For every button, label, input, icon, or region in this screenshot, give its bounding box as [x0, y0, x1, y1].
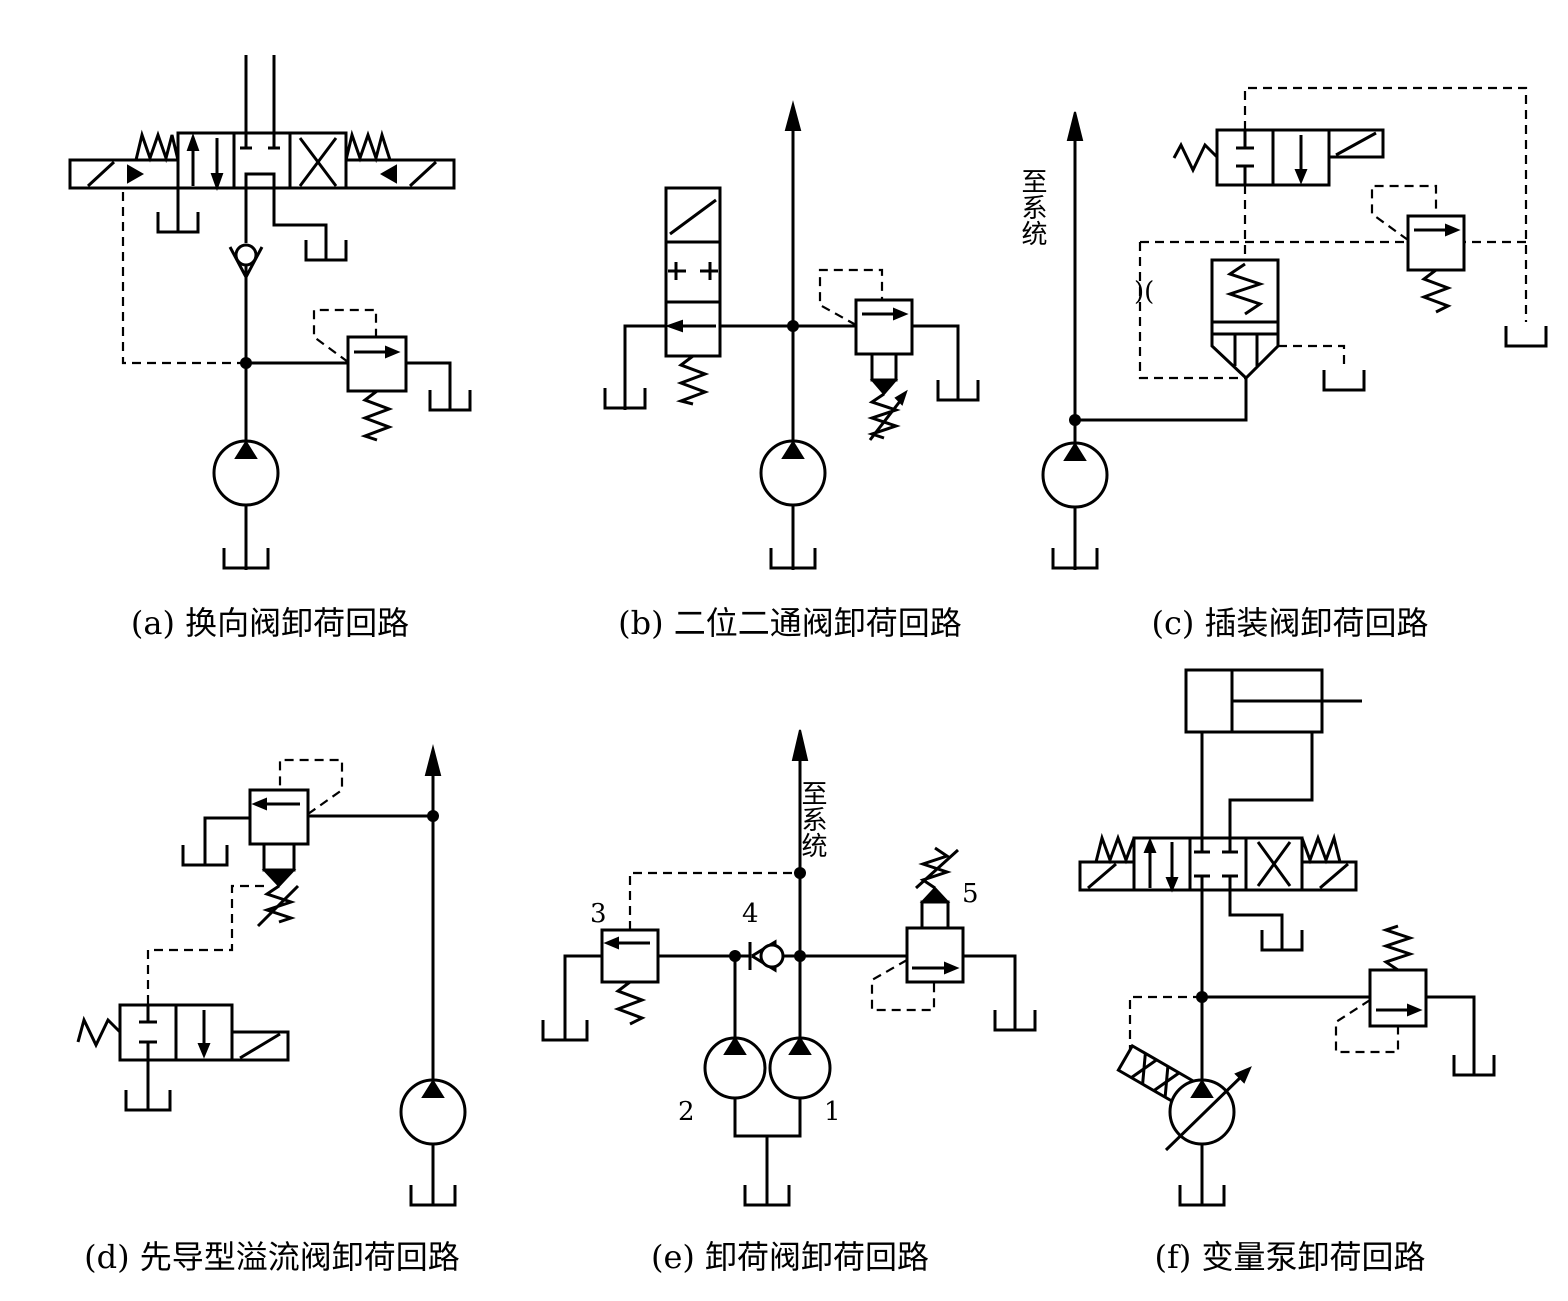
diagram-e: 至系统 1 2 3 4 5 [541, 729, 1037, 1276]
diagram-b: (b) 二位二通阀卸荷回路 [603, 100, 980, 642]
caption-d: (d) 先导型溢流阀卸荷回路 [84, 1238, 460, 1276]
e-num-4: 4 [742, 899, 759, 929]
e-side-label: 至系统 [797, 780, 827, 858]
caption-e: (e) 卸荷阀卸荷回路 [651, 1238, 929, 1276]
e-num-1: 1 [824, 1097, 841, 1127]
diagram-a: (a) 换向阀卸荷回路 [68, 55, 472, 642]
e-num-2: 2 [678, 1097, 695, 1127]
c-side-label: 至系统 [1017, 168, 1047, 246]
e-num-5: 5 [962, 879, 979, 909]
caption-c: (c) 插装阀卸荷回路 [1151, 604, 1428, 642]
diagram-f: (f) 变量泵卸荷回路 [1078, 668, 1496, 1276]
caption-b: (b) 二位二通阀卸荷回路 [618, 604, 962, 642]
svg-text:)(: )( [1134, 277, 1154, 307]
a-right-solenoid [344, 158, 456, 190]
e-num-3: 3 [590, 899, 607, 929]
diagram-d: (d) 先导型溢流阀卸荷回路 [76, 744, 467, 1276]
caption-f: (f) 变量泵卸荷回路 [1155, 1238, 1426, 1276]
caption-a: (a) 换向阀卸荷回路 [131, 604, 409, 642]
a-left-solenoid [68, 158, 180, 190]
diagram-c: 至系统 )( [1017, 86, 1548, 642]
